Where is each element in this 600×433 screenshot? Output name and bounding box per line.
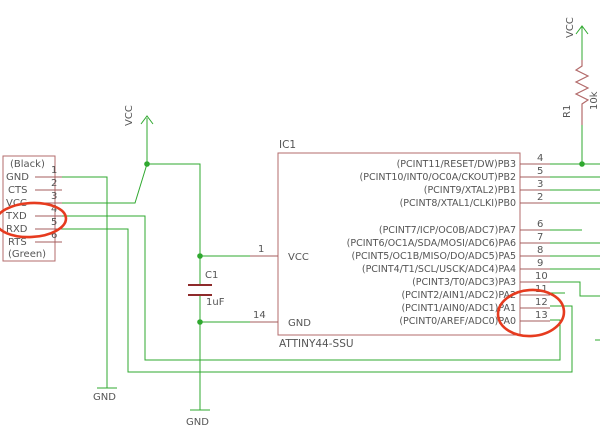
ic-pin-num-3: 3 (537, 179, 543, 190)
ic-pin-label-pa3: (PCINT3/T0/ADC3)PA3 (412, 277, 516, 288)
resistor-zigzag-icon (574, 60, 590, 125)
connector-pin-num-1: 1 (51, 165, 57, 176)
junctions (144, 161, 585, 325)
connector-pin-num-5: 5 (51, 217, 57, 228)
ic-pin-num-4: 4 (537, 153, 543, 164)
ftdi-connector: (Black) GND CTS VCC TXD RXD RTS (Green) … (2, 155, 62, 262)
connector-bottom-label: (Green) (8, 249, 46, 260)
vcc-symbol-right: VCC (565, 17, 589, 60)
ic-pin-num-gnd: 14 (253, 310, 266, 321)
gnd-symbol-left: GND (93, 387, 117, 403)
connector-pin-num-4: 4 (51, 204, 57, 215)
ic-name: IC1 (279, 139, 296, 151)
net-vcc-connector-a (62, 163, 148, 204)
ic-pin-label-pb0: (PCINT8/XTAL1/CLKI)PB0 (400, 198, 516, 209)
ic-pin-label-pa6: (PCINT6/OC1A/SDA/MOSI/ADC6)PA6 (347, 238, 516, 249)
ic-pin-label-gnd: GND (288, 318, 311, 329)
annotations (0, 201, 566, 338)
ic-pin-label-pa4: (PCINT4/T1/SCL/USCK/ADC4)PA4 (362, 264, 516, 275)
ic-pin-label-vcc: VCC (288, 252, 309, 263)
capacitor-value: 1uF (206, 297, 225, 308)
net-pa3 (550, 281, 600, 297)
ic-body (277, 152, 521, 336)
highlight-ellipse-txd-rxd (0, 201, 68, 239)
ic-pin-num-7: 7 (537, 232, 543, 243)
ic-pin-label-pb3: (PCINT11/RESET/DW)PB3 (397, 159, 516, 170)
connector-pin-name-rts: RTS (8, 237, 27, 248)
junction-dot (144, 161, 150, 167)
resistor-name: R1 (562, 105, 573, 118)
resistor-value: 10k (589, 91, 600, 110)
capacitor-c1: C1 1uF (188, 270, 225, 308)
ic-pin-num-6: 6 (537, 219, 543, 230)
resistor-r1: R1 10k (562, 60, 600, 125)
connector-pin-num-3: 3 (51, 191, 57, 202)
vcc-right-label: VCC (565, 17, 576, 38)
ic-pin-label-pa5: (PCINT5/OC1B/MISO/DO/ADC5)PA5 (352, 251, 516, 262)
ic-pin-label-pa2: (PCINT2/AIN1/ADC2)PA2 (401, 290, 516, 301)
ic-attiny44: IC1 ATTINY44-SSU VCC 1 GND 14 (PCINT11/R… (250, 139, 550, 350)
ic-pin-num-2: 2 (537, 192, 543, 203)
connector-pin-num-6: 6 (51, 230, 57, 241)
ic-pin-num-12: 12 (535, 297, 548, 308)
ic-pin-num-vcc: 1 (258, 244, 264, 255)
ic-pin-label-pa7: (PCINT7/ICP/OC0B/ADC7)PA7 (379, 225, 516, 236)
highlight-ellipse-pa1-pa0 (496, 288, 566, 338)
net-reset (550, 125, 583, 165)
ic-pin-num-8: 8 (537, 245, 543, 256)
gnd-symbol-mid: GND (186, 409, 210, 428)
ic-pin-label-pb1: (PCINT9/XTAL2)PB1 (424, 185, 516, 196)
net-vcc-to-cap (147, 163, 201, 256)
connector-top-label: (Black) (10, 159, 45, 170)
junction-dot (197, 253, 203, 259)
connector-pin-name-txd: TXD (5, 211, 27, 222)
ic-pin-label-pb2: (PCINT10/INT0/OC0A/CKOUT)PB2 (360, 172, 516, 183)
connector-body (2, 155, 56, 262)
connector-pin-name-vcc: VCC (6, 198, 27, 209)
vcc-symbol-left: VCC (124, 105, 154, 126)
gnd-mid-label: GND (186, 417, 209, 428)
junction-dot (197, 319, 203, 325)
ic-part-number: ATTINY44-SSU (279, 338, 354, 350)
ic-pin-num-9: 9 (537, 258, 543, 269)
junction-dot (579, 161, 585, 167)
vcc-arrow-icon (140, 115, 154, 125)
ic-pin-num-5: 5 (537, 166, 543, 177)
vcc-left-label: VCC (124, 105, 135, 126)
connector-pin-name-cts: CTS (8, 185, 27, 196)
capacitor-name: C1 (205, 270, 218, 281)
nets (62, 118, 600, 410)
ic-pin-num-10: 10 (535, 271, 548, 282)
net-gnd-connector (62, 176, 108, 388)
connector-pin-num-2: 2 (51, 178, 57, 189)
ic-pin-num-13: 13 (535, 310, 548, 321)
net-rxd (62, 228, 573, 373)
gnd-left-label: GND (93, 392, 116, 403)
net-txd (62, 215, 561, 361)
ic-pin-label-pa1: (PCINT1/AIN0/ADC1)PA1 (401, 303, 516, 314)
connector-pin-name-gnd: GND (6, 172, 29, 183)
ic-pin-label-pa0: (PCINT0/AREF/ADC0)PA0 (399, 316, 516, 327)
connector-pin-name-rxd: RXD (6, 224, 28, 235)
